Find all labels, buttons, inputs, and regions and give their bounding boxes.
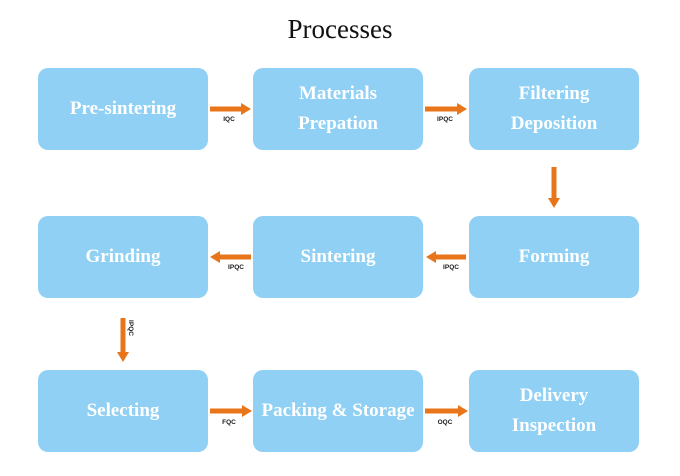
arrow-forming-to-sintering [426, 251, 466, 263]
diagram-title: Processes [287, 14, 393, 44]
arrow-filtering-to-forming [548, 167, 560, 208]
connector-label-fqc: FQC [222, 419, 236, 426]
connector-label-oqc: OQC [438, 419, 453, 426]
step-delivery-inspection: Delivery Inspection [469, 370, 639, 452]
connector-label-ipqc-4: IPQC [127, 320, 134, 336]
connector-label-ipqc-3: IPQC [228, 264, 244, 271]
arrow-materials-to-filtering [425, 103, 467, 115]
step-materials-prepation: Materials Prepation [253, 68, 423, 150]
arrow-grinding-to-selecting [117, 318, 129, 362]
arrow-selecting-to-packing [210, 405, 252, 417]
step-filtering-deposition: Filtering Deposition [469, 68, 639, 150]
step-grinding: Grinding [38, 216, 208, 298]
arrow-packing-to-delivery [425, 405, 468, 417]
connector-label-iqc: IQC [223, 116, 235, 123]
step-sintering: Sintering [253, 216, 423, 298]
step-forming: Forming [469, 216, 639, 298]
arrow-pre-sintering-to-materials [210, 103, 251, 115]
connector-label-ipqc-1: IPQC [437, 116, 453, 123]
step-selecting: Selecting [38, 370, 208, 452]
step-pre-sintering: Pre-sintering [38, 68, 208, 150]
arrow-sintering-to-grinding [210, 251, 251, 263]
step-packing-storage: Packing & Storage [253, 370, 423, 452]
connector-label-ipqc-2: IPQC [443, 264, 459, 271]
